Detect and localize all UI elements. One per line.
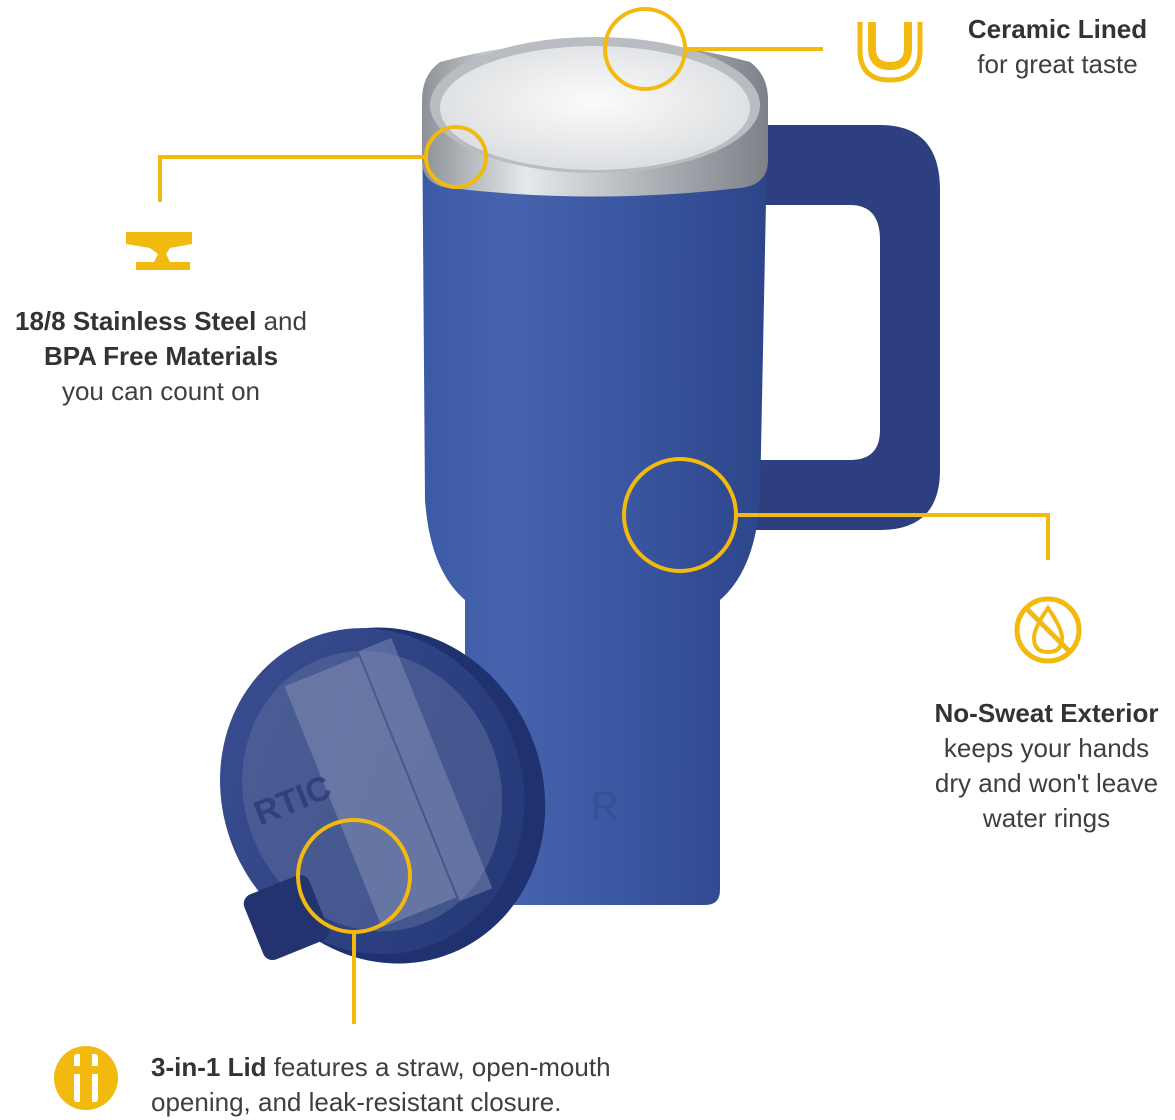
callout-lid	[296, 818, 412, 1024]
feature-steel-line3: you can count on	[61, 376, 261, 406]
lid-icon	[54, 1046, 118, 1110]
feature-ceramic-desc: for great taste	[977, 49, 1138, 79]
feature-sweat-line2: dry and won't leave	[934, 768, 1159, 798]
feature-sweat: No-Sweat Exterior keeps your hands dry a…	[918, 696, 1175, 836]
callout-sweat	[622, 457, 1050, 573]
callout-steel	[158, 125, 488, 202]
feature-steel-line1: 18/8 Stainless Steel and	[15, 306, 307, 336]
feature-sweat-line3: water rings	[982, 803, 1111, 833]
feature-steel-line2: BPA Free Materials	[43, 341, 279, 371]
feature-lid-line2: opening, and leak-resistant closure.	[151, 1087, 562, 1117]
anvil-icon	[126, 232, 192, 270]
no-sweat-drop-icon	[1014, 596, 1082, 664]
feature-lid: 3-in-1 Lid features a straw, open-mouth …	[151, 1050, 711, 1120]
callout-ceramic	[603, 7, 823, 91]
svg-text:ʀ: ʀ	[590, 772, 619, 832]
u-shaped-lining-icon	[857, 22, 923, 83]
tumbler-handle	[745, 125, 940, 530]
feature-sweat-line1: keeps your hands	[943, 733, 1150, 763]
feature-lid-line1: 3-in-1 Lid features a straw, open-mouth	[151, 1052, 611, 1082]
feature-sweat-title: No-Sweat Exterior	[934, 698, 1159, 728]
feature-steel: 18/8 Stainless Steel and BPA Free Materi…	[0, 304, 322, 409]
feature-ceramic: Ceramic Lined for great taste	[950, 12, 1165, 82]
feature-ceramic-title: Ceramic Lined	[967, 14, 1148, 44]
